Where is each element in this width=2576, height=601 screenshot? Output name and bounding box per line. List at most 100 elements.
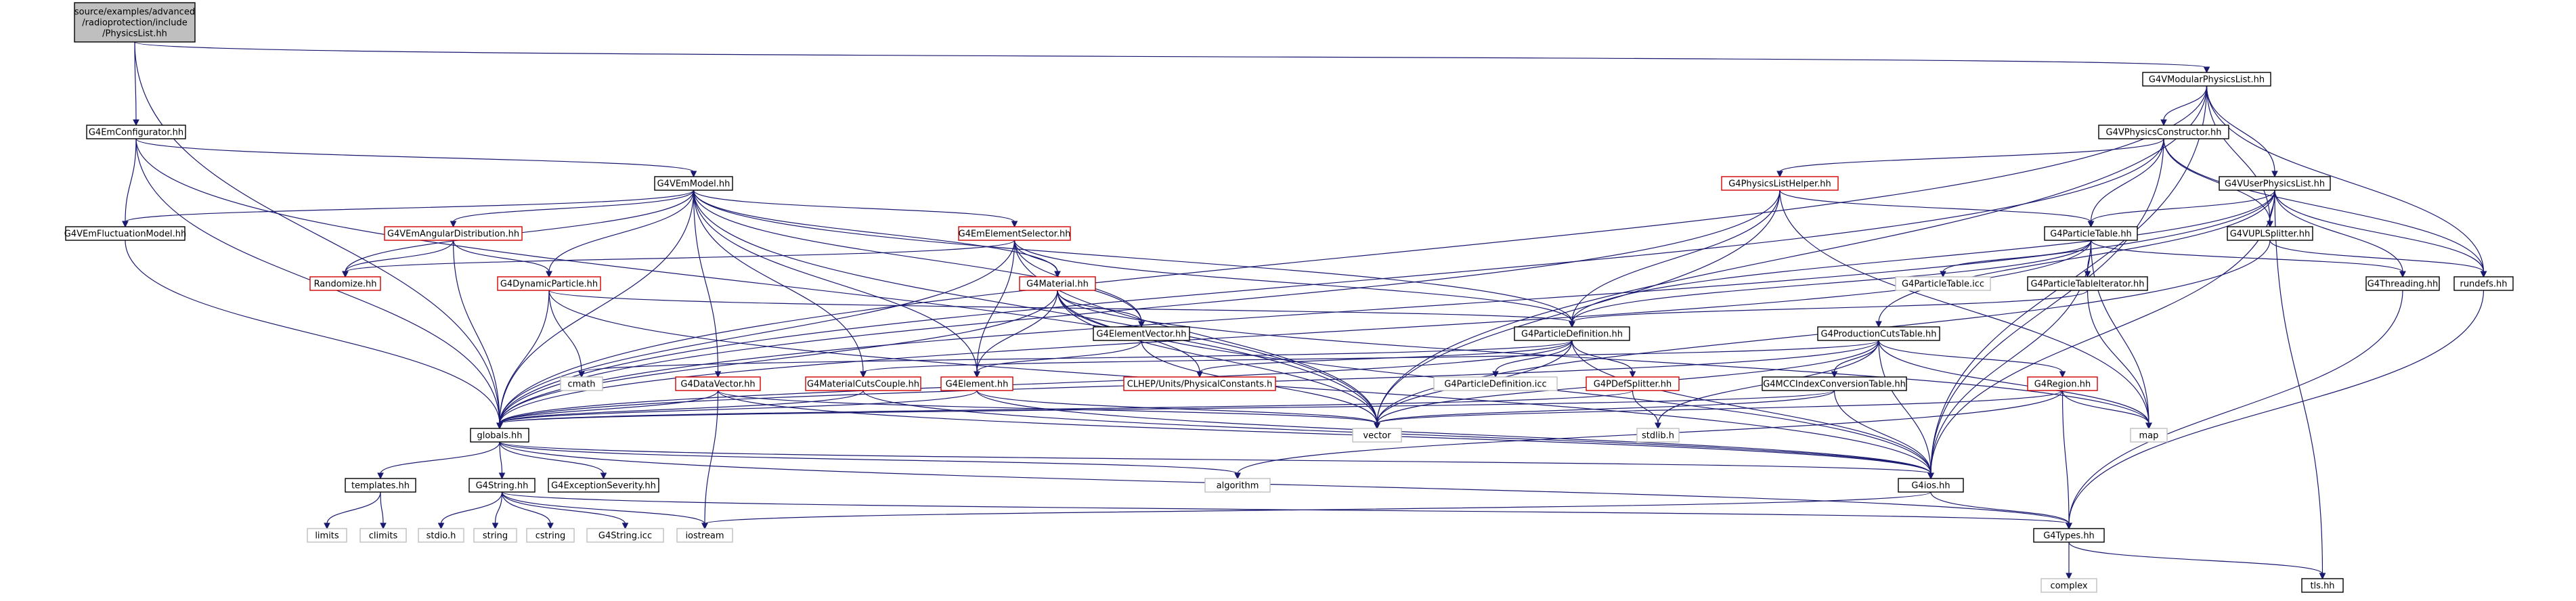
edge-G4VEmModel-to-G4MaterialCutsCouple: [693, 190, 864, 373]
arrowhead-G4ProductionCutsTable-to-G4Region: [2059, 371, 2066, 378]
node-map: map: [2130, 428, 2168, 443]
edge-G4String-to-cstring: [501, 491, 551, 525]
arrowhead-globals-to-algorithm: [1234, 472, 1241, 480]
nodes-layer: source/examples/advanced/radioprotection…: [64, 2, 2514, 593]
node-label-G4ElementVector: G4ElementVector.hh: [1096, 330, 1186, 340]
node-G4ios[interactable]: G4ios.hh: [1898, 478, 1964, 493]
edge-G4ios-to-G4Types: [1930, 491, 2070, 525]
edge-globals-to-algorithm: [499, 441, 1238, 474]
edge-G4VModularPhysicsList-to-rundefs: [2206, 85, 2485, 273]
node-label-G4VUPLSplitter: G4VUPLSplitter.hh: [2230, 229, 2311, 240]
node-G4MaterialCutsCouple[interactable]: G4MaterialCutsCouple.hh: [805, 376, 921, 391]
edge-globals-to-G4ios: [499, 441, 1931, 474]
node-G4Element[interactable]: G4Element.hh: [940, 376, 1013, 391]
node-G4ParticleTableIterator[interactable]: G4ParticleTableIterator.hh: [2027, 276, 2148, 291]
edge-G4EmElementSelector-to-G4ParticleDefinition: [1013, 240, 1573, 323]
arrowhead-G4ProductionCutsTable-to-G4MaterialCutsCouple: [860, 371, 867, 378]
node-label-G4EmElementSelector: G4EmElementSelector.hh: [959, 229, 1071, 240]
node-G4VPhysicsConstructor[interactable]: G4VPhysicsConstructor.hh: [2098, 125, 2229, 139]
node-G4ProductionCutsTable[interactable]: G4ProductionCutsTable.hh: [1817, 326, 1940, 341]
arrowhead-G4Region-to-vector: [1374, 422, 1380, 430]
node-G4DataVector[interactable]: G4DataVector.hh: [675, 376, 761, 391]
edge-G4VEmAngularDistribution-to-G4DynamicParticle: [452, 240, 550, 273]
arrowhead-G4EmConfigurator-to-G4VEmModel: [690, 171, 697, 178]
node-tls[interactable]: tls.hh: [2301, 578, 2344, 593]
node-box-G4VModularPhysicsList: [2142, 72, 2271, 87]
edge-G4VEmModel-to-globals: [499, 190, 695, 424]
node-box-G4Element: [940, 376, 1013, 391]
node-box-CLHEP_PhysicalConstants: [1123, 376, 1276, 391]
node-box-G4Types: [2033, 528, 2105, 543]
node-G4EmElementSelector[interactable]: G4EmElementSelector.hh: [958, 226, 1071, 241]
node-box-G4PhysicsListHelper: [1721, 176, 1839, 191]
node-G4VEmAngularDistribution[interactable]: G4VEmAngularDistribution.hh: [384, 226, 523, 241]
edge-G4ProductionCutsTable-to-G4MaterialCutsCouple: [863, 340, 1879, 373]
node-label-limits: limits: [315, 531, 339, 541]
edge-G4String-to-string: [494, 491, 503, 525]
node-G4VEmFluctuationModel[interactable]: G4VEmFluctuationModel.hh: [64, 226, 186, 241]
node-Randomize[interactable]: Randomize.hh: [309, 276, 381, 291]
node-G4String[interactable]: G4String.hh: [468, 478, 536, 493]
edge-G4EmConfigurator-to-vector: [135, 138, 1378, 424]
node-G4ExceptionSeverity[interactable]: G4ExceptionSeverity.hh: [548, 478, 659, 493]
arrowhead-G4ParticleDefinition-to-cmath: [578, 371, 585, 378]
node-label-G4Types: G4Types.hh: [2043, 531, 2095, 541]
edge-G4VEmModel-to-G4DynamicParticle: [548, 190, 695, 273]
node-G4Threading[interactable]: G4Threading.hh: [2365, 276, 2440, 291]
arrowhead-G4String-to-string: [492, 522, 499, 530]
node-G4ElementVector[interactable]: G4ElementVector.hh: [1093, 326, 1190, 341]
node-CLHEP_PhysicalConstants[interactable]: CLHEP/Units/PhysicalConstants.h: [1123, 376, 1276, 391]
node-G4ParticleDefinition[interactable]: G4ParticleDefinition.hh: [1514, 326, 1630, 341]
node-G4ParticleDefinitionIcc: G4ParticleDefinition.icc: [1433, 376, 1558, 391]
edge-globals-to-G4Types: [499, 441, 2070, 525]
node-G4ParticleTable[interactable]: G4ParticleTable.hh: [2044, 226, 2138, 241]
node-box-cmath: [560, 376, 603, 391]
node-G4MCCIndexConversionTable[interactable]: G4MCCIndexConversionTable.hh: [1762, 376, 1907, 391]
edge-G4EmElementSelector-to-G4Element: [976, 240, 1016, 373]
arrowhead-G4EmElementSelector-to-Randomize: [342, 271, 349, 278]
node-templates[interactable]: templates.hh: [345, 478, 416, 493]
node-label-stdio: stdio.h: [427, 531, 456, 541]
node-G4PDefSplitter[interactable]: G4PDefSplitter.hh: [1586, 376, 1680, 391]
edge-G4MCCIndexConversionTable-to-vector: [1376, 390, 1835, 424]
arrowhead-G4VUserPhysicsList-to-G4ProductionCutsTable: [1875, 321, 1882, 328]
node-root[interactable]: source/examples/advanced/radioprotection…: [74, 2, 196, 43]
node-G4DynamicParticle[interactable]: G4DynamicParticle.hh: [497, 276, 601, 291]
edge-G4ParticleTable-to-G4ParticleDefinition: [1571, 240, 2092, 323]
node-G4Types[interactable]: G4Types.hh: [2033, 528, 2105, 543]
node-G4VUserPhysicsList[interactable]: G4VUserPhysicsList.hh: [2219, 176, 2331, 191]
edge-G4ParticleTableIterator-to-G4ParticleDefinition: [1571, 290, 2089, 323]
arrowhead-G4PDefSplitter-to-stdlib: [1655, 422, 1661, 430]
arrowhead-G4VPhysicsConstructor-to-G4PhysicsListHelper: [1776, 171, 1783, 178]
node-rundefs[interactable]: rundefs.hh: [2453, 276, 2514, 291]
edge-templates-to-limits: [326, 491, 381, 525]
node-G4EmConfigurator[interactable]: G4EmConfigurator.hh: [86, 125, 186, 139]
node-G4VUPLSplitter[interactable]: G4VUPLSplitter.hh: [2227, 226, 2313, 241]
arrowhead-G4VUPLSplitter-to-rundefs: [2480, 271, 2487, 278]
edge-G4VPhysicsConstructor-to-G4PhysicsListHelper: [1779, 138, 2164, 173]
node-globals[interactable]: globals.hh: [470, 428, 529, 443]
edge-G4Element-to-globals: [499, 390, 978, 424]
node-G4VEmModel[interactable]: G4VEmModel.hh: [654, 176, 733, 191]
edge-G4EmConfigurator-to-G4VEmFluctuationModel: [125, 138, 137, 223]
node-box-G4VPhysicsConstructor: [2098, 125, 2229, 139]
node-G4Region[interactable]: G4Region.hh: [2027, 376, 2098, 391]
node-label-G4VEmFluctuationModel: G4VEmFluctuationModel.hh: [64, 229, 186, 240]
node-G4VModularPhysicsList[interactable]: G4VModularPhysicsList.hh: [2142, 72, 2271, 87]
edge-G4DataVector-to-globals: [499, 390, 719, 424]
node-G4Material[interactable]: G4Material.hh: [1019, 276, 1096, 291]
edge-G4String-to-stdio: [440, 491, 503, 525]
arrowhead-G4VModularPhysicsList-to-G4VPhysicsConstructor: [2160, 119, 2167, 127]
edge-root-to-G4EmConfigurator: [134, 41, 137, 121]
node-box-G4EmConfigurator: [86, 125, 186, 139]
edge-G4DynamicParticle-to-cmath: [548, 290, 582, 373]
edge-G4Material-to-G4Element: [976, 290, 1058, 373]
node-box-G4Threading: [2365, 276, 2440, 291]
node-box-G4ExceptionSeverity: [548, 478, 659, 493]
node-label-map: map: [2139, 431, 2159, 441]
node-G4PhysicsListHelper[interactable]: G4PhysicsListHelper.hh: [1721, 176, 1839, 191]
arrowhead-G4ParticleTableIterator-to-G4ParticleDefinition: [1569, 321, 1575, 328]
edge-G4ParticleTable-to-G4ParticleTableIcc: [1942, 240, 2092, 273]
edge-G4EmElementSelector-to-G4Material: [1013, 240, 1058, 273]
